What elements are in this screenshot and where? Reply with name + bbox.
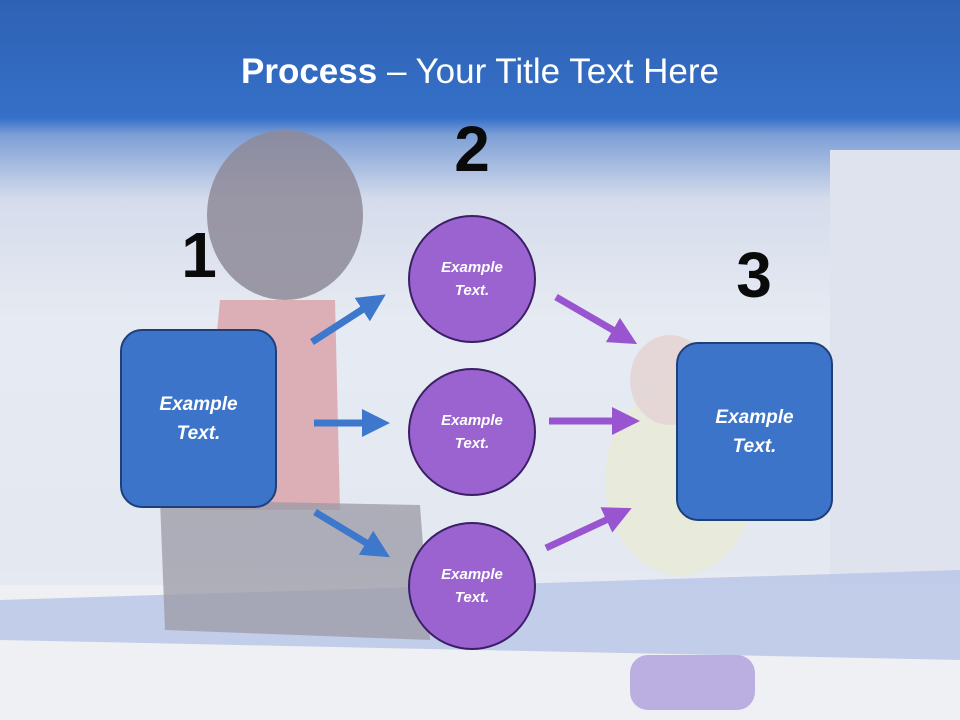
circle-middle-line1: Example bbox=[441, 412, 503, 429]
arrow-left-to-top bbox=[310, 294, 386, 345]
process-circle-bottom: Example Text. bbox=[408, 522, 536, 650]
step-number-3: 3 bbox=[736, 239, 772, 311]
box-end-line2: Text. bbox=[732, 435, 777, 457]
box-start-line1: Example bbox=[159, 393, 238, 415]
step-number-2: 2 bbox=[454, 113, 490, 185]
process-box-end: Example Text. bbox=[676, 342, 833, 521]
arrow-top-to-right bbox=[554, 293, 638, 345]
process-circle-middle: Example Text. bbox=[408, 368, 536, 496]
title-bold: Process bbox=[241, 52, 378, 91]
title-rest: – Your Title Text Here bbox=[377, 52, 719, 91]
page-title: Process – Your Title Text Here bbox=[0, 52, 960, 92]
step-number-1: 1 bbox=[181, 219, 217, 291]
process-circle-top: Example Text. bbox=[408, 215, 536, 343]
circle-top-line2: Text. bbox=[454, 282, 490, 299]
arrow-bottom-to-right bbox=[544, 507, 632, 552]
circle-bottom-line1: Example bbox=[441, 566, 503, 583]
process-box-start: Example Text. bbox=[120, 329, 277, 508]
circle-top-line1: Example bbox=[441, 259, 503, 276]
circle-middle-line2: Text. bbox=[454, 435, 490, 452]
box-start-line2: Text. bbox=[176, 422, 221, 444]
arrow-left-to-bottom bbox=[313, 509, 390, 558]
circle-bottom-line2: Text. bbox=[454, 589, 490, 606]
box-end-line1: Example bbox=[715, 406, 794, 428]
